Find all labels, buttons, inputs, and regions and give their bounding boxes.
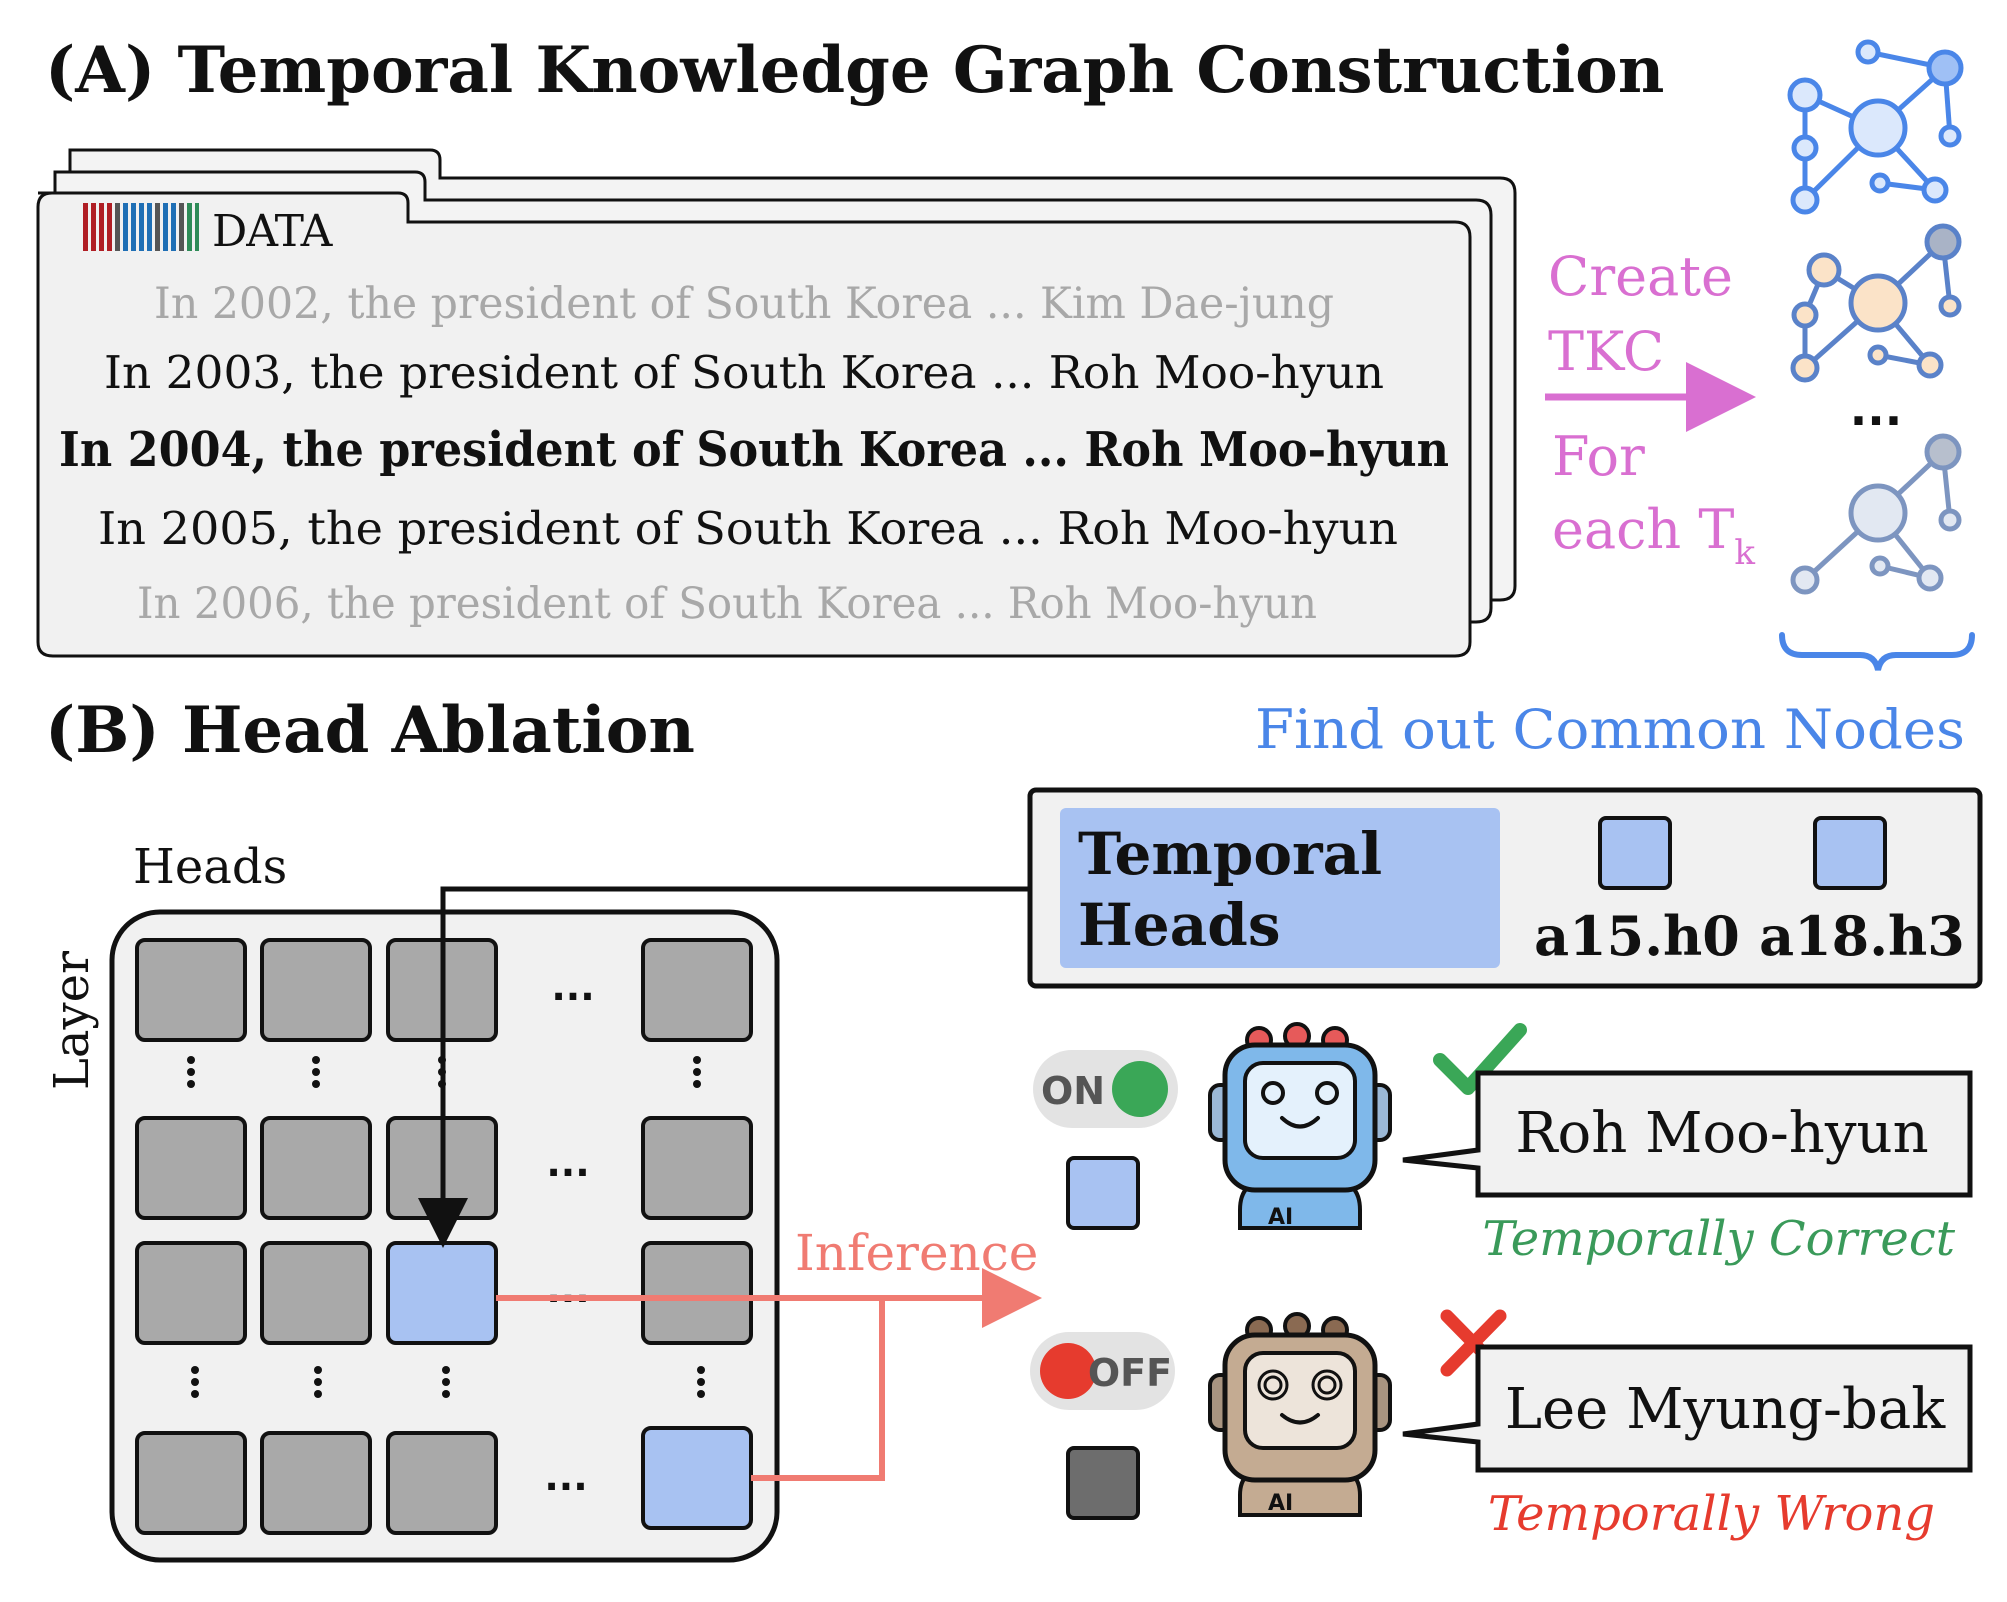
off-toggle-switch[interactable]: OFF xyxy=(1030,1332,1175,1410)
inference-line-bottom xyxy=(751,1298,885,1481)
data-line-2002: In 2002, the president of South Korea ..… xyxy=(154,279,1334,329)
head-cell[interactable] xyxy=(135,1116,247,1220)
head-cell[interactable] xyxy=(135,938,247,1042)
active-head-square xyxy=(1066,1156,1140,1230)
head-id-a15-h0: a15.h0 xyxy=(1534,904,1740,968)
data-folder-front xyxy=(36,191,1472,658)
grid-ellipsis: ... xyxy=(546,1141,589,1185)
answer-wrong-bubble xyxy=(1402,1344,1973,1473)
data-line-2005: In 2005, the president of South Korea ..… xyxy=(98,502,1398,555)
section-a-title: (A) Temporal Knowledge Graph Constructio… xyxy=(45,33,1664,108)
temporal-heads-title-2: Heads xyxy=(1078,891,1281,959)
toggle-off-label: OFF xyxy=(1088,1351,1172,1395)
head-cell[interactable] xyxy=(260,1116,372,1220)
for-label: For xyxy=(1552,425,1645,488)
temporal-head-cell-a15-h0[interactable] xyxy=(386,1241,498,1345)
heads-label: Heads xyxy=(133,839,287,895)
head-cell[interactable] xyxy=(135,1241,247,1345)
head-cell[interactable] xyxy=(641,1241,753,1345)
answer-correct-text: Roh Moo-hyun xyxy=(1515,1101,1928,1166)
data-line-2004: In 2004, the president of South Korea ..… xyxy=(59,422,1449,478)
head-legend-square-a15-h0 xyxy=(1598,816,1672,890)
robot-badge: AI xyxy=(1268,1205,1293,1230)
answer-wrong-text: Lee Myung-bak xyxy=(1505,1377,1946,1442)
each-tk-label: each Tk xyxy=(1552,498,1755,573)
verdict-wrong: Temporally Wrong xyxy=(1488,1486,1935,1542)
verdict-correct: Temporally Correct xyxy=(1482,1211,1955,1267)
data-label: DATA xyxy=(212,206,334,257)
head-cell[interactable] xyxy=(641,938,753,1042)
grid-ellipsis: ... xyxy=(546,1267,589,1311)
knowledge-graph-icon-3 xyxy=(1790,433,1962,595)
temporal-heads-title-1: Temporal xyxy=(1078,820,1382,888)
head-cell[interactable] xyxy=(260,1431,372,1535)
common-nodes-label: Find out Common Nodes xyxy=(1255,698,1965,761)
on-toggle-switch[interactable]: ON xyxy=(1033,1050,1178,1128)
common-nodes-brace xyxy=(1779,632,1975,671)
inference-label: Inference xyxy=(795,1224,1038,1282)
head-cell[interactable] xyxy=(135,1431,247,1535)
robot-wrong-icon: AI xyxy=(1208,1312,1392,1517)
temporal-head-cell-a18-h3[interactable] xyxy=(641,1426,753,1530)
toggle-on-label: ON xyxy=(1041,1069,1105,1113)
check-icon xyxy=(1433,1023,1527,1095)
data-logo-icon xyxy=(83,203,199,251)
graph-ellipsis: ... xyxy=(1850,382,1902,436)
robot-correct-icon: AI xyxy=(1208,1022,1392,1230)
section-b-title: (B) Head Ablation xyxy=(45,693,695,768)
tkc-label: TKC xyxy=(1548,320,1664,383)
ablated-head-square xyxy=(1066,1446,1140,1520)
grid-ellipsis: ... xyxy=(551,965,594,1009)
grid-ellipsis: ... xyxy=(544,1455,587,1499)
data-line-2003: In 2003, the president of South Korea ..… xyxy=(104,346,1384,399)
layer-label: Layer xyxy=(44,951,100,1090)
each-tk-subscript: k xyxy=(1734,533,1755,573)
create-label: Create xyxy=(1548,245,1733,308)
head-cell[interactable] xyxy=(386,1431,498,1535)
knowledge-graph-icon-1 xyxy=(1787,39,1964,215)
temporal-heads-connector xyxy=(418,886,1028,1248)
answer-correct-bubble xyxy=(1402,1070,1973,1198)
head-cell[interactable] xyxy=(260,938,372,1042)
head-cell[interactable] xyxy=(260,1241,372,1345)
grid-vertical-dots xyxy=(191,1366,705,1398)
data-line-2006: In 2006, the president of South Korea ..… xyxy=(137,579,1317,629)
head-id-a18-h3: a18.h3 xyxy=(1759,904,1965,968)
head-legend-square-a18-h3 xyxy=(1813,816,1887,890)
robot-badge: AI xyxy=(1268,1491,1293,1516)
temporal-heads-label-bg xyxy=(1060,808,1500,968)
knowledge-graph-icon-2 xyxy=(1790,223,1962,383)
head-cell[interactable] xyxy=(641,1116,753,1220)
